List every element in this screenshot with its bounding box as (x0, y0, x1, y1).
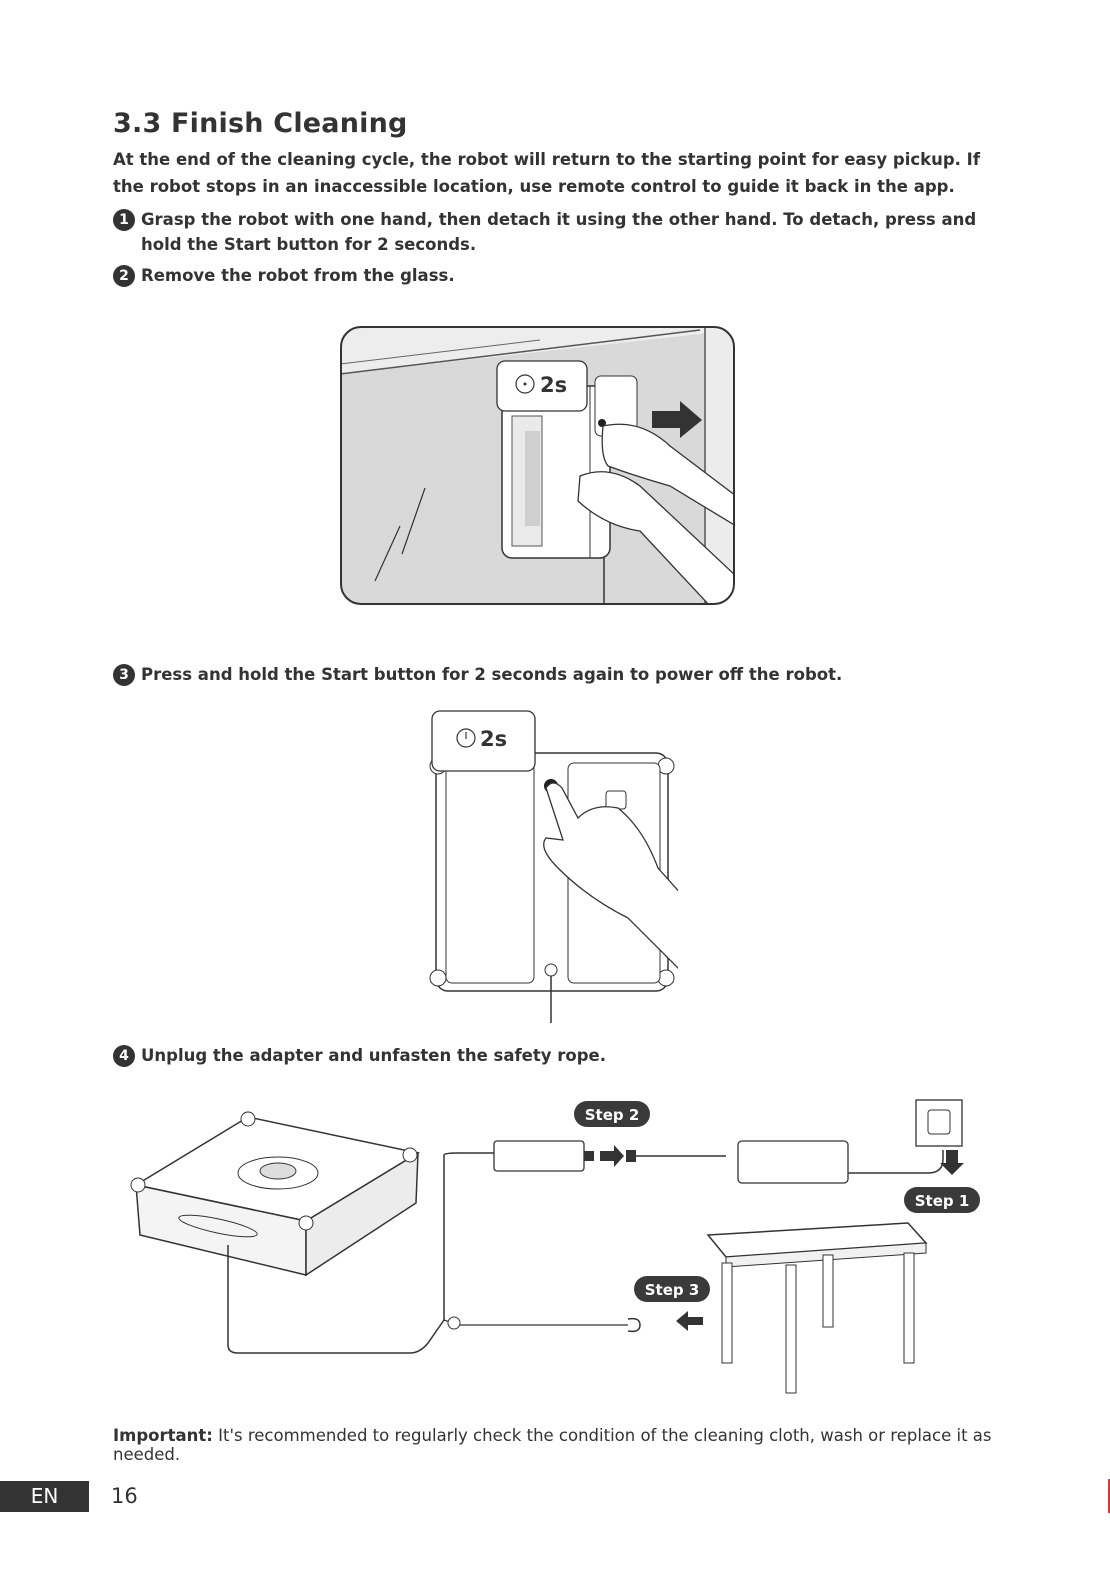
important-text: It's recommended to regularly check the … (113, 1426, 992, 1464)
poweroff-timer-label: 2s (480, 727, 507, 751)
important-note: Important: It's recommended to regularly… (113, 1426, 1013, 1464)
unplug-illustration: Step 2 Step 1 Step 3 (130, 1099, 980, 1394)
step-number-badge: 3 (113, 664, 135, 686)
step-badge-2: Step 2 (585, 1106, 640, 1124)
edge-mark (1108, 1479, 1110, 1513)
detach-timer-label: 2s (540, 373, 567, 397)
poweroff-illustration: 2s (429, 710, 678, 1023)
step-number-badge: 4 (113, 1045, 135, 1067)
step-badge-1: Step 1 (915, 1192, 970, 1210)
step-4: 4 Unplug the adapter and unfasten the sa… (113, 1043, 993, 1068)
step-number-badge: 2 (113, 265, 135, 287)
step-text: Grasp the robot with one hand, then deta… (141, 210, 977, 254)
language-tab: EN (0, 1481, 89, 1512)
page-number: 16 (111, 1484, 138, 1508)
step-badge-3: Step 3 (645, 1281, 700, 1299)
step-text: Press and hold the Start button for 2 se… (141, 665, 843, 684)
detach-illustration: 2s (340, 326, 735, 605)
step-text: Remove the robot from the glass. (141, 266, 455, 285)
step-1: 1 Grasp the robot with one hand, then de… (113, 207, 993, 257)
important-label: Important: (113, 1426, 213, 1445)
step-3: 3 Press and hold the Start button for 2 … (113, 662, 993, 687)
step-text: Unplug the adapter and unfasten the safe… (141, 1046, 606, 1065)
section-title: 3.3 Finish Cleaning (113, 108, 408, 139)
step-2: 2 Remove the robot from the glass. (113, 263, 993, 288)
step-number-badge: 1 (113, 209, 135, 231)
intro-paragraph: At the end of the cleaning cycle, the ro… (113, 150, 980, 196)
